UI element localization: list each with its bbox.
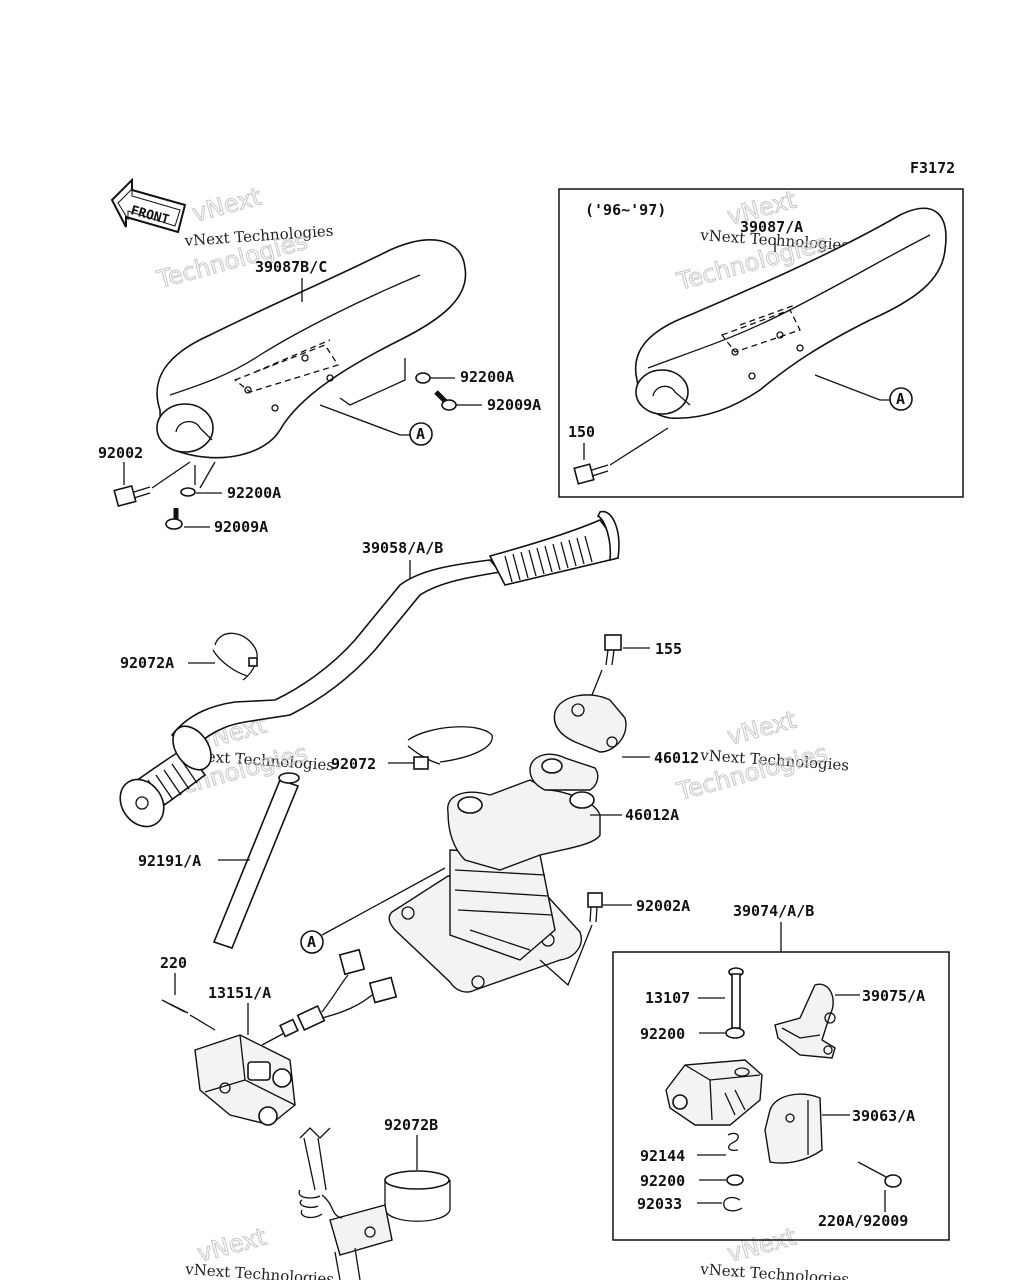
bolt-150 (573, 463, 609, 485)
cover-39063 (764, 1093, 823, 1164)
callout-92072b: 92072B (384, 1116, 438, 1134)
ref-mark-a-lower (300, 930, 324, 954)
callout-13107: 13107 (645, 989, 690, 1007)
watermark-text-5: vNext Technologies (184, 1260, 335, 1280)
clamp-92072b (298, 1127, 451, 1280)
switch-13151 (194, 948, 398, 1126)
bolt-155 (604, 634, 622, 666)
circlip-92033 (723, 1196, 743, 1212)
screw-92009a-upper (434, 390, 457, 411)
inset-handlebar-cover (634, 207, 947, 420)
ref-mark-a-inset (889, 387, 913, 411)
screw-220a (857, 1161, 902, 1188)
callout-39058: 39058/A/B (362, 539, 443, 557)
clamp-46012 (553, 694, 627, 753)
spring-92144 (727, 1132, 739, 1152)
callout-92200-2: 92200 (640, 1172, 685, 1190)
watermark-vnext-1: vNext (189, 183, 264, 228)
callout-155: 155 (655, 640, 682, 658)
ref-mark-a-3-label: A (307, 933, 316, 951)
inset-box (558, 188, 964, 498)
callout-92144: 92144 (640, 1147, 685, 1165)
screw-92009a-lower (165, 508, 183, 530)
callout-92200-1: 92200 (640, 1025, 685, 1043)
washer-92200a-lower (180, 487, 196, 497)
ref-mark-a-1 (409, 422, 433, 446)
callout-92009a-1: 92009A (487, 396, 541, 414)
callout-39075: 39075/A (862, 987, 925, 1005)
callout-92033: 92033 (637, 1195, 682, 1213)
washer-92200a-upper (415, 372, 431, 384)
pin-13107 (728, 967, 744, 1029)
screw-220 (161, 999, 189, 1014)
watermark-vnext-6: vNext (724, 1223, 799, 1268)
callout-39063: 39063/A (852, 1107, 915, 1125)
callout-39074: 39074/A/B (733, 902, 814, 920)
callout-220a: 220A/92009 (818, 1212, 908, 1230)
callout-92191: 92191/A (138, 852, 201, 870)
callout-92002a: 92002A (636, 897, 690, 915)
callout-92009a-2: 92009A (214, 518, 268, 536)
ref-mark-a-2-label: A (896, 390, 905, 408)
bolt-92002a (587, 892, 603, 923)
ref-mark-a-1-label: A (416, 425, 425, 443)
washer-92200-lower (726, 1174, 744, 1186)
callout-46012a: 46012A (625, 806, 679, 824)
callout-92200a-1: 92200A (460, 368, 514, 386)
cable-92191 (212, 772, 300, 949)
callout-92072a: 92072A (120, 654, 174, 672)
handlebar-cover (156, 239, 467, 459)
bolt-92002 (113, 484, 151, 508)
watermark-text-6: vNext Technologies (699, 1260, 850, 1280)
handlebar-39058 (119, 510, 620, 828)
callout-92002: 92002 (98, 444, 143, 462)
callout-150: 150 (568, 423, 595, 441)
steering-bracket-46012a (388, 753, 601, 993)
throttle-body (665, 1059, 763, 1126)
lever-39075 (774, 983, 836, 1059)
callout-46012: 46012 (654, 749, 699, 767)
band-92072 (407, 726, 493, 770)
callout-92072: 92072 (331, 755, 376, 773)
callout-39087a: 39087/A (740, 218, 803, 236)
figure-code: F3172 (910, 159, 955, 177)
callout-39087bc: 39087B/C (255, 258, 327, 276)
assembly-box (612, 951, 950, 1241)
inset-years: ('96~'97) (585, 201, 666, 219)
watermark-vnext-4: vNext (724, 706, 799, 751)
callout-13151: 13151/A (208, 984, 271, 1002)
washer-92200-top (725, 1027, 745, 1039)
band-92072a (212, 632, 258, 681)
front-arrow: FRONT (110, 177, 187, 234)
callout-92200a-2: 92200A (227, 484, 281, 502)
callout-220: 220 (160, 954, 187, 972)
